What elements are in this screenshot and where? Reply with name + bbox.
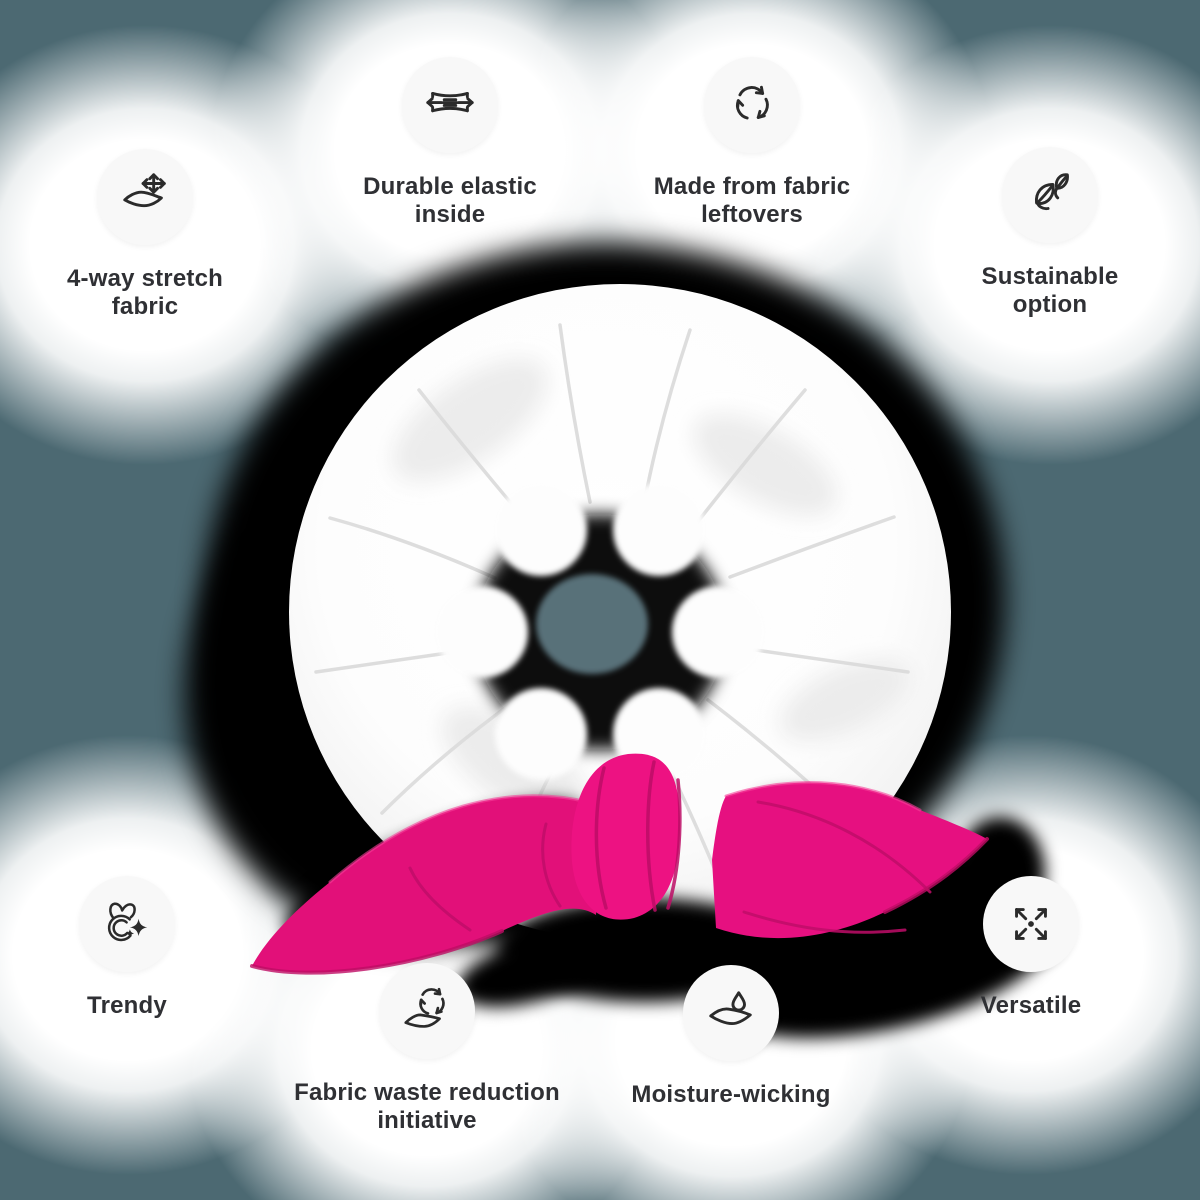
icon-circle: [379, 963, 475, 1059]
feature-label: Trendy: [87, 992, 167, 1019]
expand-arrows-icon: [1015, 908, 1047, 940]
icon-circle: [402, 57, 498, 153]
scrunchie-sparkle-icon: [107, 902, 148, 942]
ring-center-hole: [536, 574, 648, 674]
icon-circle: [704, 57, 800, 153]
icon-circle: [97, 149, 193, 245]
elastic-stretch-icon: [426, 91, 474, 113]
recycle-icon: [735, 85, 769, 120]
scrunchie-ring: [289, 284, 951, 940]
feature-label: Made from fabric leftovers: [653, 173, 851, 228]
feature-label: Moisture-wicking: [631, 1081, 831, 1108]
feature-group-versatile: Versatile: [851, 876, 1200, 1020]
fabric-droplet-icon: [709, 991, 752, 1026]
fabric-recycle-icon: [404, 987, 445, 1028]
icon-circle: [983, 876, 1079, 972]
icon-circle: [79, 876, 175, 972]
feature-label: Versatile: [980, 992, 1082, 1019]
feature-label: Fabric waste reduction initiative: [294, 1079, 560, 1134]
icon-circle: [1002, 147, 1098, 243]
feature-label: Sustainable option: [981, 263, 1119, 318]
feature-label: Durable elastic inside: [363, 173, 537, 228]
fabric-stretch-icon: [123, 173, 166, 208]
leaves-icon: [1035, 173, 1069, 211]
icon-circle: [683, 965, 779, 1061]
feature-label: 4-way stretch fabric: [67, 265, 223, 320]
feature-group-sustainable: Sustainable option: [870, 147, 1200, 319]
